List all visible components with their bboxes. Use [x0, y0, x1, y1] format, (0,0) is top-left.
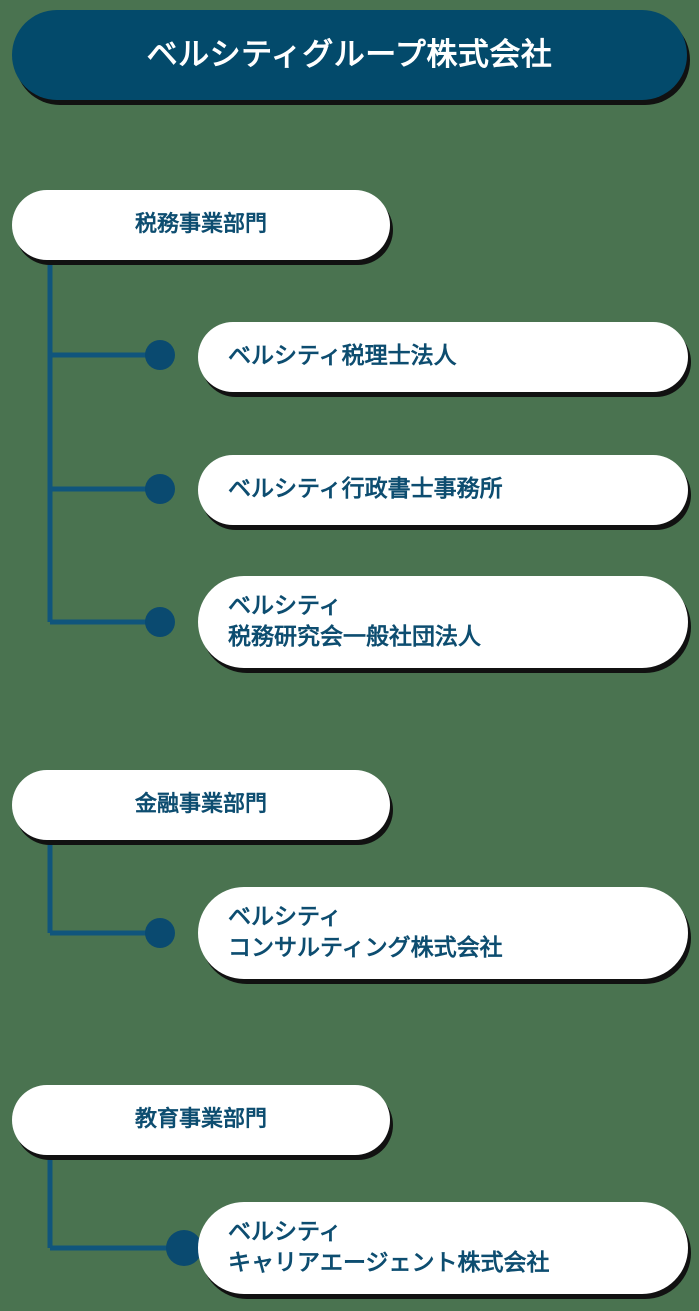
- company-node-education-1[interactable]: ベルシティ キャリアエージェント株式会社: [198, 1202, 688, 1294]
- company-node-label: ベルシティ行政書士事務所: [228, 476, 503, 503]
- division-node-education[interactable]: 教育事業部門: [12, 1085, 390, 1155]
- division-node-finance[interactable]: 金融事業部門: [12, 770, 390, 840]
- division-node-label: 金融事業部門: [134, 792, 267, 818]
- company-node-tax-1[interactable]: ベルシティ税理士法人: [198, 322, 688, 392]
- company-node-finance-1[interactable]: ベルシティ コンサルティング株式会社: [198, 887, 688, 979]
- root-node-label: ベルシティグループ株式会社: [146, 36, 553, 73]
- company-node-label: ベルシティ 税務研究会一般社団法人: [228, 592, 481, 650]
- company-node-tax-3[interactable]: ベルシティ 税務研究会一般社団法人: [198, 576, 688, 668]
- root-node[interactable]: ベルシティグループ株式会社: [12, 10, 687, 100]
- company-node-label: ベルシティ キャリアエージェント株式会社: [228, 1218, 550, 1276]
- company-node-label: ベルシティ コンサルティング株式会社: [228, 903, 503, 961]
- division-node-label: 税務事業部門: [134, 212, 267, 238]
- company-node-tax-2[interactable]: ベルシティ行政書士事務所: [198, 455, 688, 525]
- division-node-label: 教育事業部門: [134, 1107, 267, 1133]
- company-node-label: ベルシティ税理士法人: [228, 343, 457, 370]
- division-node-tax[interactable]: 税務事業部門: [12, 190, 390, 260]
